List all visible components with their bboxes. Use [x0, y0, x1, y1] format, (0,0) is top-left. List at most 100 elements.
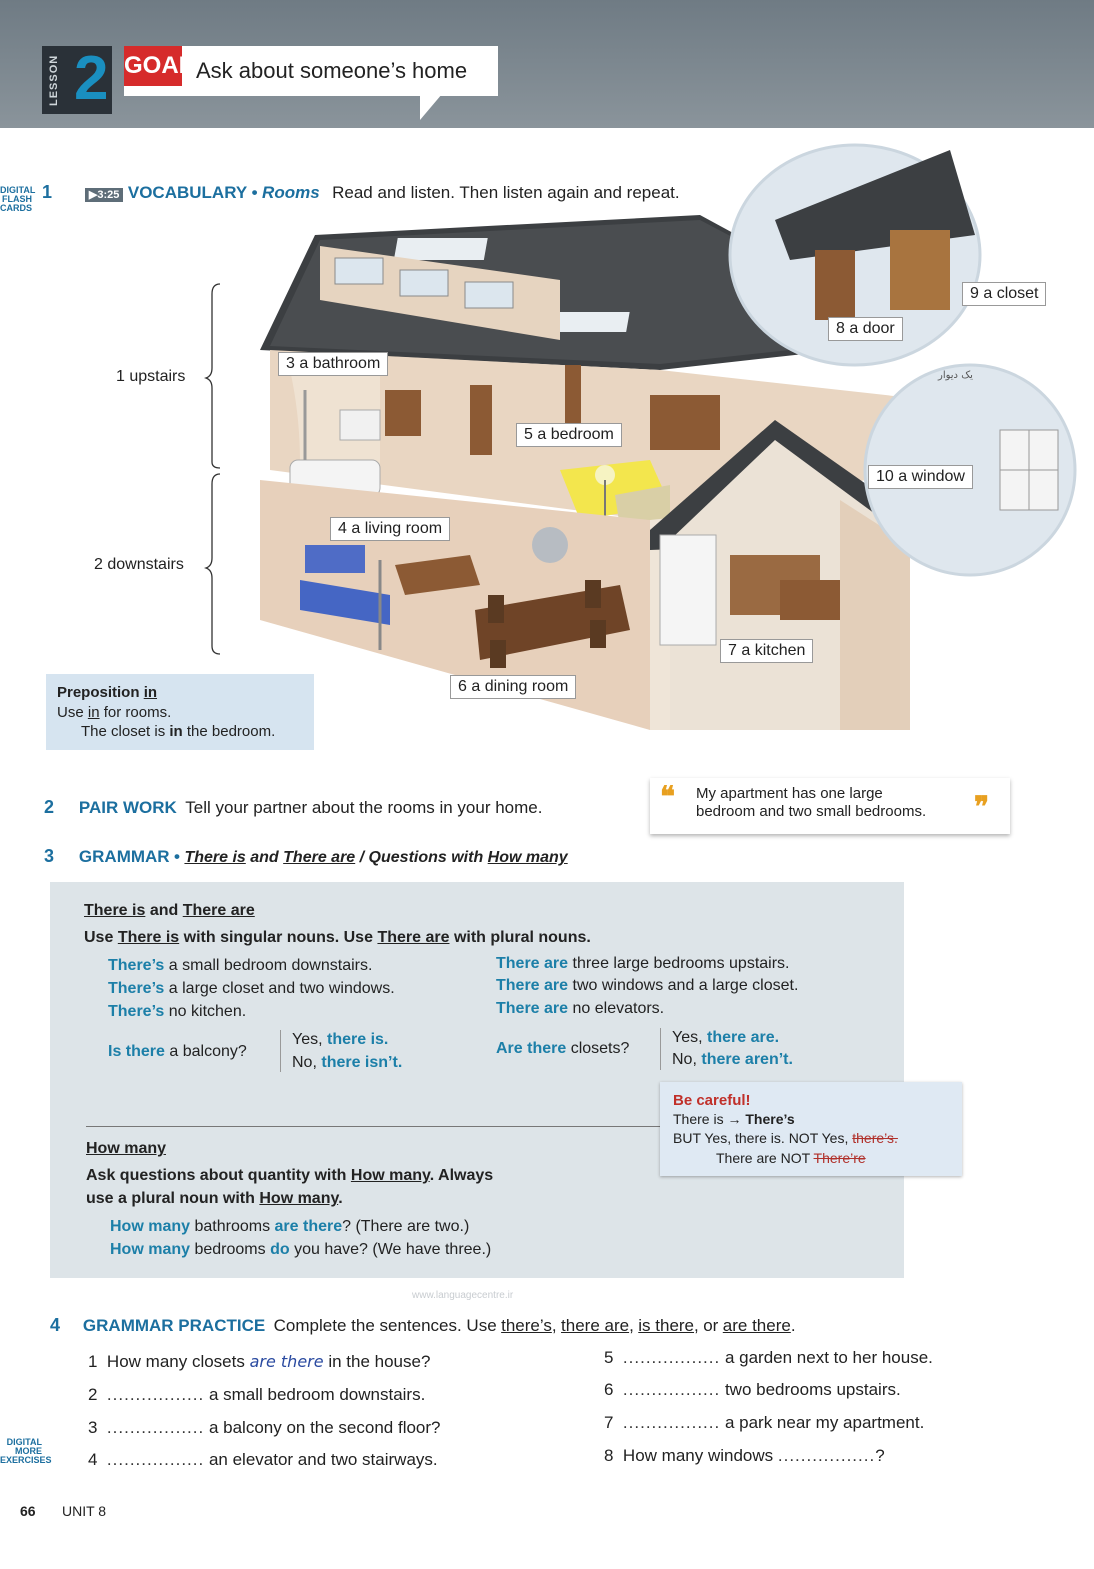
- practice-item-1: 1 How many closets are there in the hous…: [88, 1352, 430, 1372]
- answer-yes: Yes, there is.: [292, 1031, 388, 1049]
- text: bathrooms: [194, 1218, 271, 1235]
- answer-blank[interactable]: .................: [622, 1348, 721, 1367]
- bullet: •: [174, 847, 180, 866]
- text: you have? (We have three.): [294, 1241, 492, 1258]
- answer-blank[interactable]: .................: [622, 1413, 721, 1432]
- text: for rooms.: [103, 704, 172, 721]
- text: Use: [57, 704, 84, 721]
- text: Is there: [108, 1043, 165, 1060]
- flash-cards-tag-line: DIGITAL: [0, 185, 36, 195]
- flash-cards-tag[interactable]: DIGITAL FLASH CARDS: [0, 185, 36, 213]
- section-number: 3: [44, 846, 55, 866]
- text: 6: [604, 1380, 614, 1399]
- text: and: [149, 902, 179, 919]
- be-careful-line: There is → There’s: [673, 1111, 795, 1127]
- practice-heading: 4 GRAMMAR PRACTICE Complete the sentence…: [50, 1315, 796, 1336]
- answer-yes: Yes, there are.: [672, 1029, 779, 1047]
- practice-item-8: 8 How many windows .................?: [604, 1446, 885, 1466]
- more-exercises-tag[interactable]: DIGITAL MORE EXERCISES: [0, 1438, 52, 1465]
- text: three large bedrooms upstairs.: [572, 955, 790, 972]
- text: ,: [694, 1316, 699, 1335]
- text: There’s: [108, 957, 165, 974]
- bullet: •: [251, 183, 258, 202]
- text: use a plural noun with: [86, 1190, 255, 1207]
- text: Use: [84, 929, 114, 946]
- be-careful-box: [660, 1082, 962, 1176]
- close-quote-icon: ❞: [974, 791, 990, 822]
- text: .: [790, 1316, 796, 1335]
- text: there is.: [327, 1031, 389, 1048]
- text: There are: [496, 1000, 569, 1017]
- text: a small bedroom downstairs.: [168, 957, 373, 974]
- text: There’s: [745, 1111, 795, 1127]
- text: there are: [561, 1316, 630, 1335]
- example-right: There are no elevators.: [496, 1000, 664, 1018]
- handwritten-note: یک دیوار: [938, 370, 973, 381]
- label-kitchen: 7 a kitchen: [720, 639, 814, 663]
- speech-line: My apartment has one large: [696, 785, 883, 802]
- label-upstairs: 1 upstairs: [116, 368, 186, 385]
- text: in the house?: [328, 1352, 431, 1371]
- label-bathroom: 3 a bathroom: [278, 352, 389, 376]
- text: No,: [292, 1054, 317, 1071]
- text: a balcony?: [169, 1043, 247, 1060]
- text: there isn’t.: [321, 1054, 403, 1071]
- text: ?: [875, 1446, 885, 1465]
- text: a balcony on the second floor?: [208, 1418, 441, 1437]
- label-closet: 9 a closet: [962, 282, 1047, 306]
- answer-blank[interactable]: .................: [106, 1418, 205, 1437]
- preposition-box: [46, 674, 314, 750]
- text: There are NOT: [716, 1150, 810, 1166]
- text: or: [703, 1316, 719, 1335]
- label-window: 10 a window: [868, 465, 973, 489]
- text: . Always: [429, 1167, 494, 1184]
- audio-track-button[interactable]: ▶3:25: [84, 188, 124, 202]
- text: 4: [88, 1450, 98, 1469]
- text: No,: [672, 1051, 697, 1068]
- answer-blank[interactable]: .................: [106, 1385, 205, 1404]
- goal-text: Ask about someone’s home: [196, 58, 468, 83]
- preposition-title: Preposition in: [57, 684, 157, 701]
- text: two bedrooms upstairs.: [724, 1380, 901, 1399]
- text: 5: [604, 1348, 614, 1367]
- text: in: [87, 704, 100, 721]
- text: with singular nouns. Use: [183, 929, 373, 946]
- text: There’s: [108, 980, 165, 997]
- text: 3: [88, 1418, 98, 1437]
- text: no kitchen.: [168, 1003, 247, 1020]
- example-left: There’s a large closet and two windows.: [108, 980, 395, 998]
- text: BUT Yes, there is. NOT Yes,: [673, 1130, 849, 1146]
- flash-cards-tag-line: FLASH: [2, 194, 32, 204]
- text: 2: [88, 1385, 98, 1404]
- text: Yes,: [672, 1029, 703, 1046]
- watermark: www.languagecentre.ir: [412, 1290, 514, 1301]
- answer-blank[interactable]: .................: [106, 1450, 205, 1469]
- preposition-title-word: Preposition: [57, 684, 140, 701]
- text: are there: [274, 1218, 343, 1235]
- section-number: 4: [50, 1315, 61, 1335]
- text: ? (There are two.): [342, 1218, 470, 1235]
- question-closets: Are there closets?: [496, 1040, 629, 1058]
- preposition-title-in: in: [143, 684, 158, 701]
- speech-line: bedroom and two small bedrooms.: [696, 803, 927, 820]
- more-exercises-tag-line: EXERCISES: [0, 1455, 52, 1465]
- text: ,: [551, 1316, 557, 1335]
- text: closets?: [570, 1040, 630, 1057]
- text: How many: [110, 1241, 191, 1258]
- answer-blank[interactable]: .................: [622, 1380, 721, 1399]
- arrow-right-icon: →: [727, 1111, 742, 1127]
- label-downstairs: 2 downstairs: [94, 556, 184, 573]
- text: How many: [487, 849, 568, 866]
- practice-item-7: 7 ................. a park near my apart…: [604, 1413, 924, 1433]
- answer-blank-filled[interactable]: are there: [249, 1352, 324, 1371]
- text: There are: [283, 849, 356, 866]
- preposition-rule: Use in for rooms.: [57, 704, 171, 721]
- text: bedrooms: [194, 1241, 266, 1258]
- preposition-example: The closet is in the bedroom.: [81, 723, 275, 740]
- be-careful-line: BUT Yes, there is. NOT Yes, there’s.: [673, 1130, 898, 1146]
- answer-blank[interactable]: .................: [777, 1446, 876, 1465]
- text: there are.: [707, 1029, 780, 1046]
- text: 1: [88, 1352, 98, 1371]
- example-left: There’s a small bedroom downstairs.: [108, 957, 372, 975]
- how-many-title: How many: [86, 1140, 166, 1158]
